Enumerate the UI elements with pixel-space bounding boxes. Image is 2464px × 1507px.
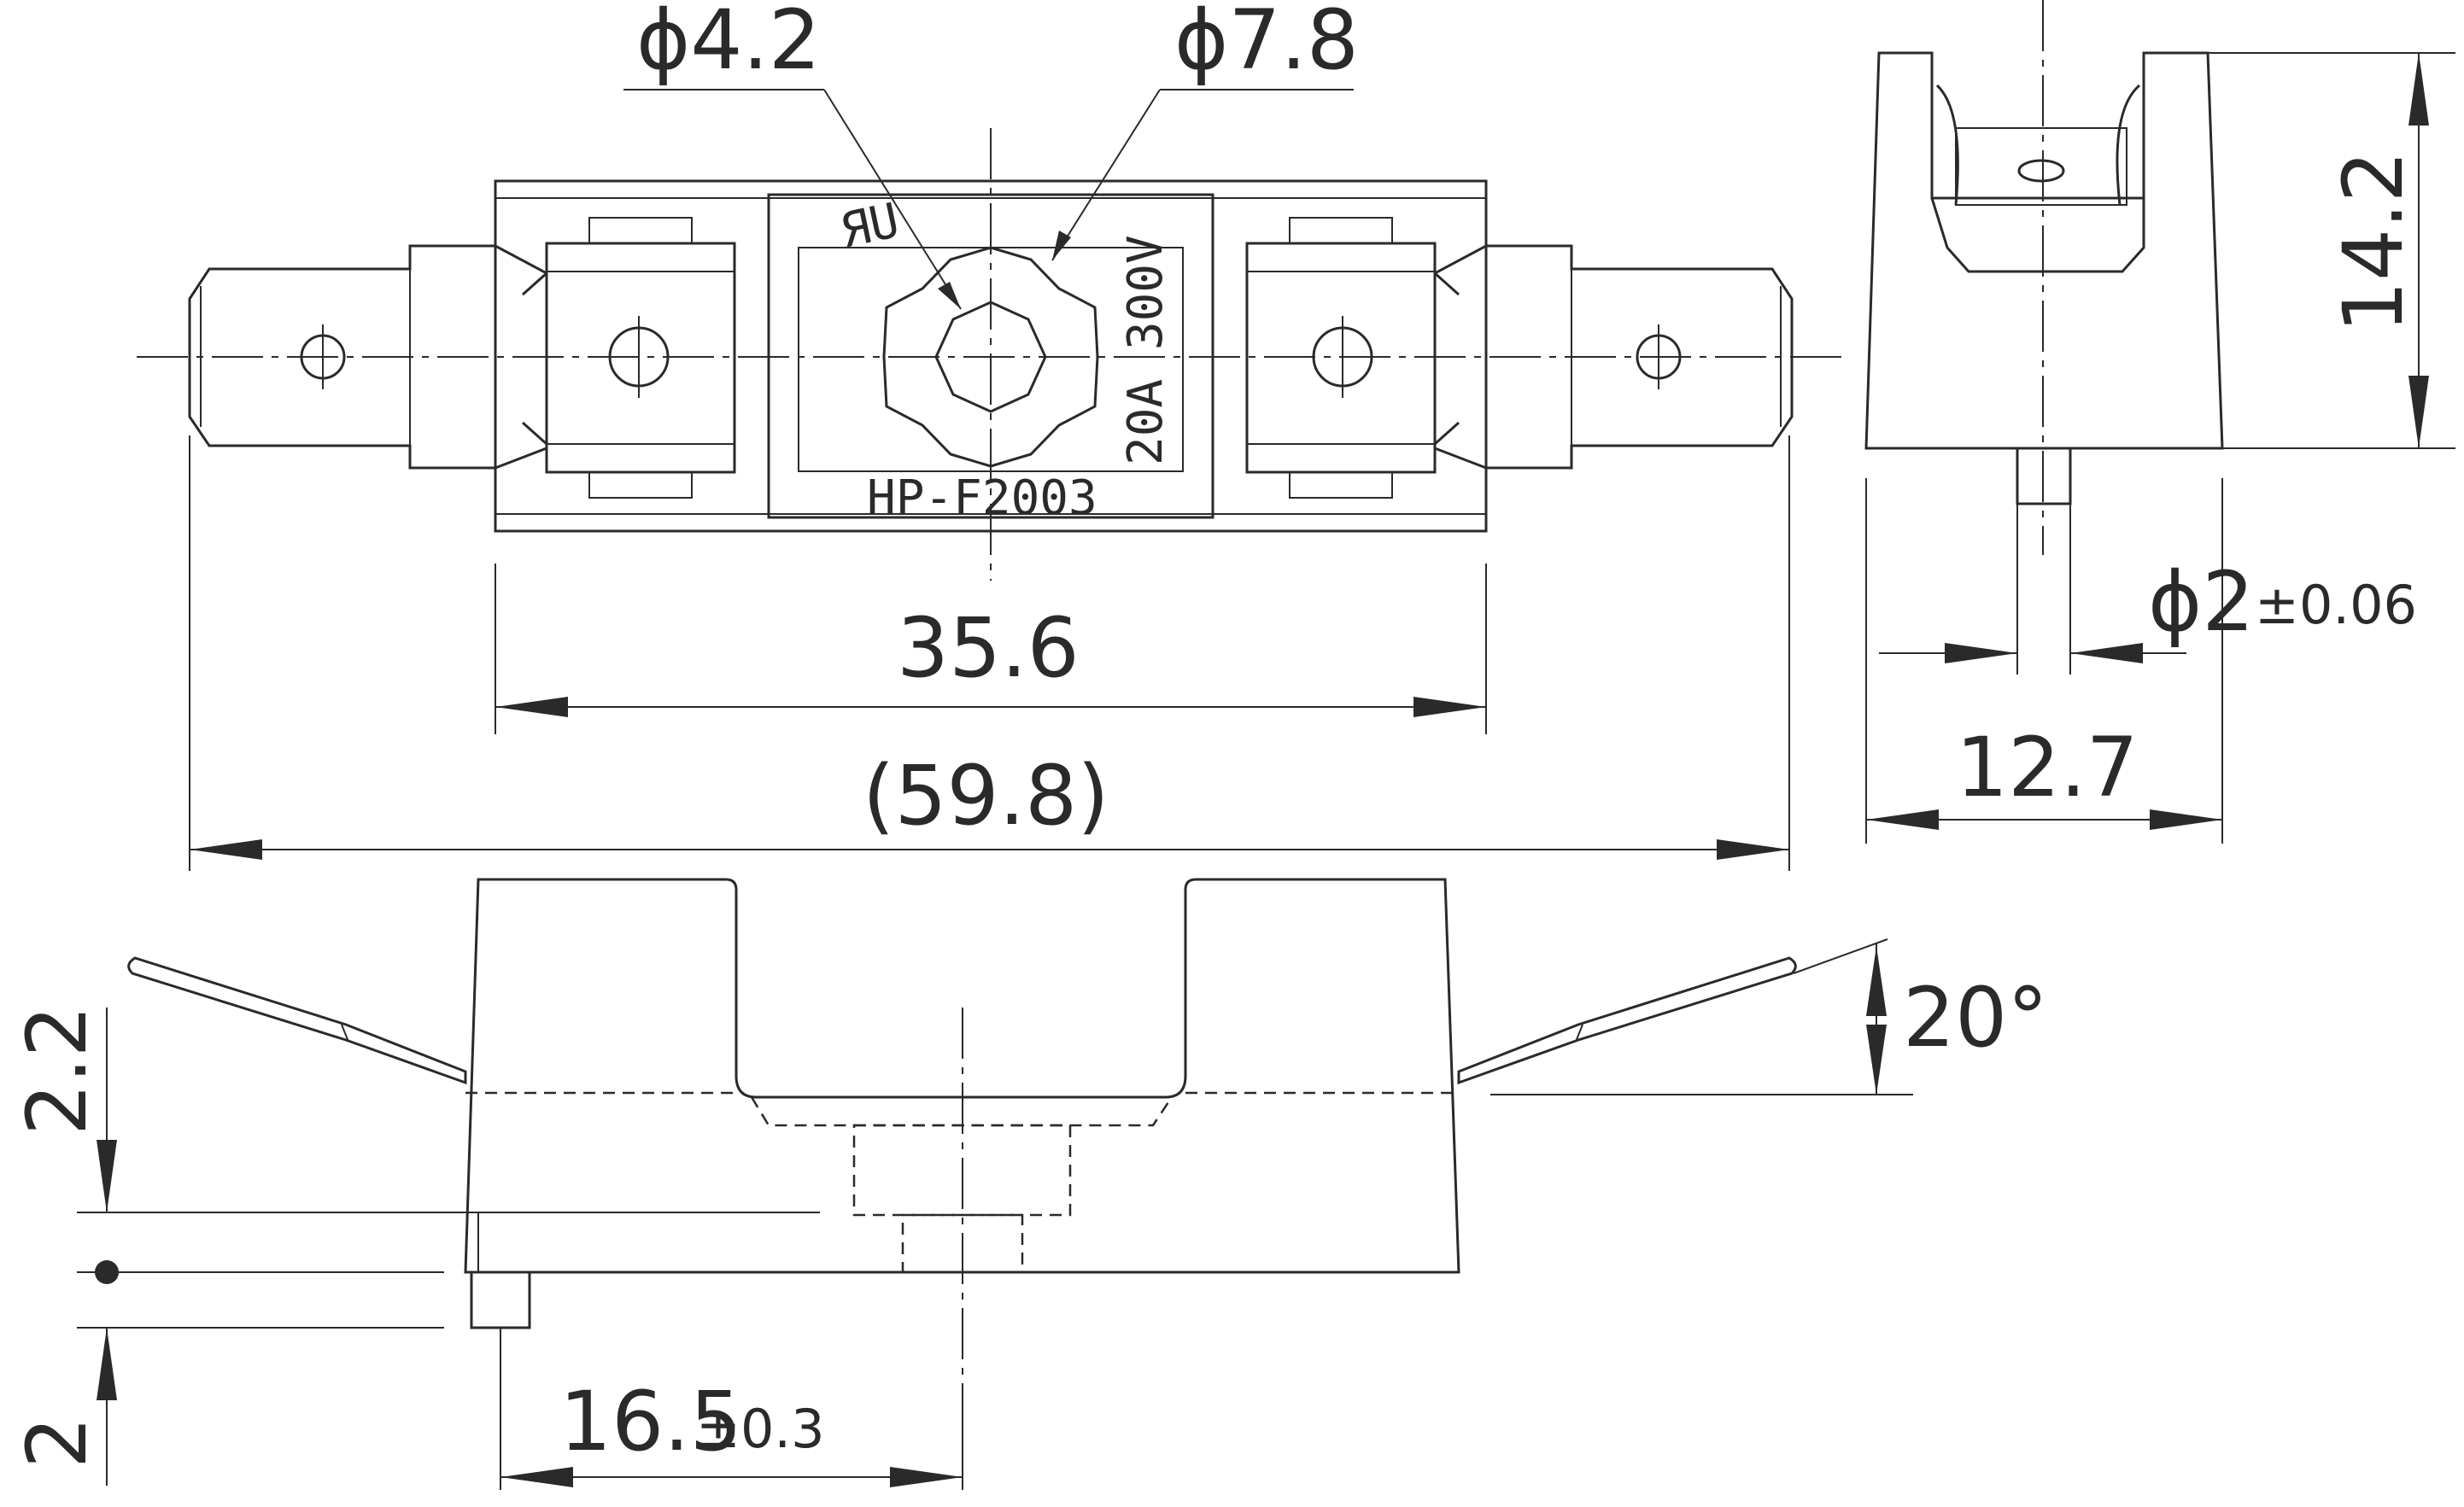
dim-pin-diameter: ϕ2 (2148, 554, 2254, 650)
dim-end-height: 14.2 (2326, 150, 2421, 333)
end-view: 14.2 ϕ2 ±0.06 12.7 (1864, 0, 2455, 844)
dim-pin-spacing: 16.5 (559, 1374, 742, 1469)
dim-tab-angle: 20° (1903, 970, 2048, 1066)
dim-end-width: 12.7 (1956, 720, 2139, 815)
dim-pin-spacing-tolerance: ±0.3 (696, 1398, 825, 1460)
datum-point (95, 1260, 119, 1284)
fuse-cap-inner (934, 301, 1047, 413)
dim-body-length: 35.6 (897, 600, 1080, 696)
dim-hole-large: ϕ7.8 (1174, 0, 1359, 88)
side-pin (470, 1270, 531, 1329)
top-view: ЯU 20A 300V HP-F2003 ϕ4.2 ϕ7.8 35.6 (59.… (137, 0, 1845, 871)
side-left-tab (127, 956, 467, 1085)
dim-pin-length: 2 (9, 1416, 105, 1469)
model-label: HP-F2003 (867, 470, 1097, 526)
side-right-tab (1457, 956, 1797, 1085)
dim-overall-length: (59.8) (863, 748, 1109, 844)
side-body-outline (464, 878, 1460, 1274)
dim-hole-small: ϕ4.2 (636, 0, 821, 88)
ul-mark: ЯU (836, 193, 904, 260)
dim-pin-tolerance: ±0.06 (2255, 574, 2417, 636)
end-body-outline (1864, 51, 2224, 450)
rating-label: 20A 300V (1118, 235, 1173, 465)
end-pin (2016, 447, 2072, 505)
dim-upper-offset: 2.2 (9, 1005, 105, 1136)
side-view: 20° 2.2 2 16.5 ±0.3 (9, 878, 2048, 1490)
